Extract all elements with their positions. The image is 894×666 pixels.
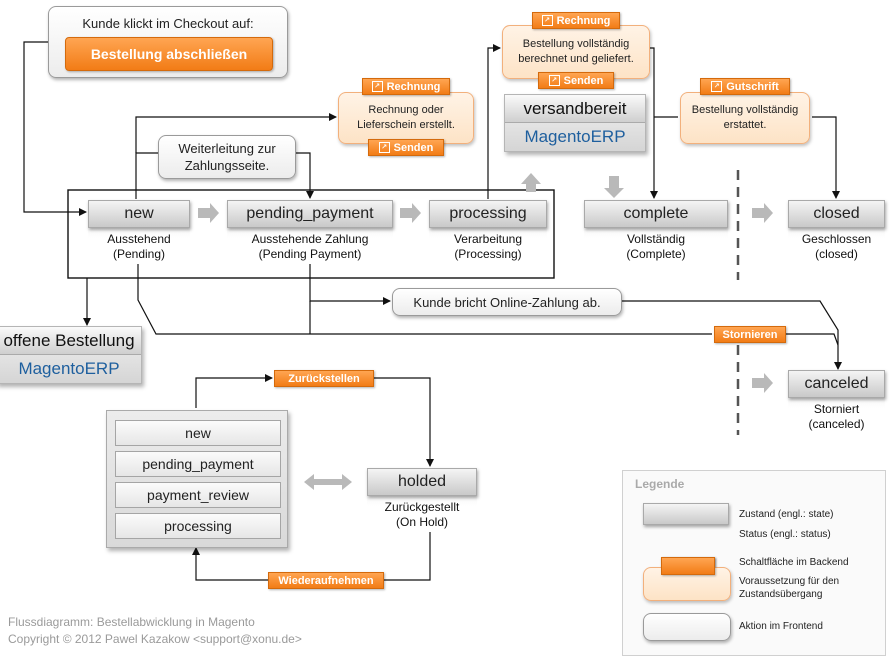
send-button-label: Senden (393, 141, 434, 154)
credit-memo-button[interactable]: ↗Gutschrift (700, 78, 790, 95)
state-holded-status: Zurückgestellt(On Hold) (367, 500, 477, 530)
hold-states-group: new pending_payment payment_review proce… (106, 410, 288, 548)
state-holded-sub2: (On Hold) (395, 515, 448, 529)
state-closed-status: Geschlossen(closed) (788, 232, 885, 262)
erp-open-badge: offene Bestellung MagentoERP (0, 326, 142, 384)
legend-frontend-label: Aktion im Frontend (739, 621, 823, 632)
invoice-button-label: Rechnung (556, 14, 611, 27)
state-complete-sub2: (Complete) (626, 247, 686, 261)
state-closed-label: closed (788, 200, 885, 228)
state-holded-label: holded (367, 468, 477, 496)
abort-payment-box: Kunde bricht Online-Zahlung ab. (392, 288, 622, 316)
invoice-precondition-text: Rechnung oder Lieferschein erstellt. (357, 104, 455, 131)
state-closed: closed Geschlossen(closed) (788, 200, 885, 264)
legend-frontend-swatch (643, 613, 731, 641)
state-new-status: Ausstehend(Pending) (88, 232, 190, 262)
erp-open-brand: MagentoERP (18, 359, 120, 378)
send-button-2[interactable]: ↗Senden (538, 72, 614, 89)
state-pending-payment-sub1: Ausstehende Zahlung (251, 232, 369, 246)
state-complete-status: Vollständig(Complete) (584, 232, 728, 262)
state-closed-sub2: (closed) (815, 247, 858, 261)
checkout-text: Kunde klickt im Checkout auf: (82, 16, 254, 31)
complete-precondition: Bestellung vollständig berechnet und gel… (502, 25, 650, 79)
state-processing-sub2: (Processing) (454, 247, 522, 261)
state-processing-label: processing (429, 200, 547, 228)
state-canceled-sub2: (canceled) (808, 417, 865, 431)
hold-item-new: new (115, 420, 281, 446)
resume-button[interactable]: Wiederaufnehmen (268, 572, 384, 589)
state-pending-payment-status: Ausstehende Zahlung(Pending Payment) (227, 232, 393, 262)
state-new-label: new (88, 200, 190, 228)
edit-icon: ↗ (378, 142, 390, 153)
invoice-button-label: Rechnung (386, 80, 441, 93)
edit-icon: ↗ (711, 81, 723, 92)
erp-ready-badge: versandbereit MagentoERP (504, 94, 646, 152)
cancel-button[interactable]: Stornieren (714, 326, 786, 343)
state-pending-payment-sub2: (Pending Payment) (258, 247, 362, 261)
hold-button[interactable]: Zurückstellen (274, 370, 374, 387)
legend: Legende Zustand (engl.: state) Status (e… (622, 470, 886, 656)
edit-icon: ↗ (371, 81, 383, 92)
hold-item-payment-review: payment_review (115, 482, 281, 508)
send-button-label: Senden (563, 74, 604, 87)
legend-state-swatch (643, 503, 729, 525)
credit-precondition: Bestellung vollständig erstattet. (680, 92, 810, 144)
complete-precondition-text: Bestellung vollständig berechnet und gel… (518, 38, 634, 65)
state-pending-payment: pending_payment Ausstehende Zahlung(Pend… (227, 200, 393, 264)
state-canceled-label: canceled (788, 370, 885, 398)
footer: Flussdiagramm: Bestellabwicklung in Mage… (8, 614, 302, 648)
checkout-box: Kunde klickt im Checkout auf: Bestellung… (48, 6, 288, 78)
abort-text: Kunde bricht Online-Zahlung ab. (413, 294, 601, 310)
credit-precondition-text: Bestellung vollständig erstattet. (691, 104, 799, 131)
state-closed-sub1: Geschlossen (801, 232, 872, 246)
legend-title: Legende (635, 477, 685, 491)
state-processing-sub1: Verarbeitung (453, 232, 523, 246)
redirect-text: Weiterleitung zur Zahlungsseite. (178, 141, 276, 173)
legend-backend-label: Schaltfläche im Backend (739, 557, 849, 568)
legend-precondition-label: Voraussetzung für den Zustandsübergang (739, 576, 840, 600)
redirect-payment-box: Weiterleitung zur Zahlungsseite. (158, 135, 296, 179)
state-canceled-status: Storniert(canceled) (788, 402, 885, 432)
legend-status-label: Status (engl.: status) (739, 529, 831, 540)
state-complete-label: complete (584, 200, 728, 228)
state-canceled-sub1: Storniert (813, 402, 860, 416)
state-processing: processing Verarbeitung(Processing) (429, 200, 547, 264)
place-order-button[interactable]: Bestellung abschließen (65, 37, 273, 71)
hold-item-pending-payment: pending_payment (115, 451, 281, 477)
state-complete-sub1: Vollständig (626, 232, 686, 246)
invoice-button-2[interactable]: ↗Rechnung (532, 12, 620, 29)
legend-state-label: Zustand (engl.: state) (739, 509, 834, 520)
legend-backend-swatch-top (661, 557, 715, 575)
footer-title: Flussdiagramm: Bestellabwicklung in Mage… (8, 615, 255, 629)
footer-copyright: Copyright © 2012 Pawel Kazakow <support@… (8, 632, 302, 646)
state-holded: holded Zurückgestellt(On Hold) (367, 468, 477, 532)
credit-memo-button-label: Gutschrift (726, 80, 779, 93)
edit-icon: ↗ (548, 75, 560, 86)
edit-icon: ↗ (541, 15, 553, 26)
state-canceled: canceled Storniert(canceled) (788, 370, 885, 434)
erp-ready-label: versandbereit (505, 95, 645, 123)
erp-open-label: offene Bestellung (0, 327, 141, 355)
erp-ready-brand: MagentoERP (524, 127, 626, 146)
state-complete: complete Vollständig(Complete) (584, 200, 728, 264)
state-holded-sub1: Zurückgestellt (384, 500, 460, 514)
hold-item-processing: processing (115, 513, 281, 539)
state-new: new Ausstehend(Pending) (88, 200, 190, 264)
state-pending-payment-label: pending_payment (227, 200, 393, 228)
send-button[interactable]: ↗Senden (368, 139, 444, 156)
invoice-precondition: Rechnung oder Lieferschein erstellt. (338, 92, 474, 144)
state-new-sub1: Ausstehend (107, 232, 171, 246)
state-new-sub2: (Pending) (112, 247, 166, 261)
invoice-button[interactable]: ↗Rechnung (362, 78, 450, 95)
state-processing-status: Verarbeitung(Processing) (429, 232, 547, 262)
